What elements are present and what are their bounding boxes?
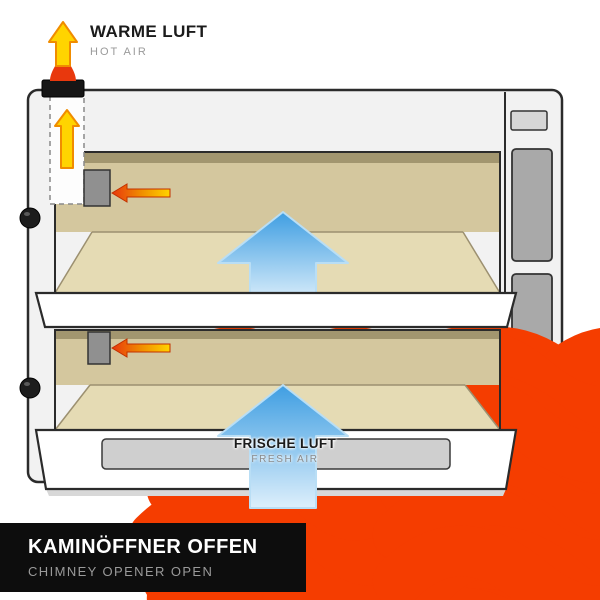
control-panel-upper <box>511 148 553 262</box>
hot-air-label: WARME LUFT HOT AIR <box>90 22 207 58</box>
banner-subtitle: CHIMNEY OPENER OPEN <box>28 564 214 579</box>
status-banner: KAMINÖFFNER OFFEN CHIMNEY OPENER OPEN <box>0 523 306 592</box>
banner-title: KAMINÖFFNER OFFEN <box>28 536 258 558</box>
side-knob-icon <box>19 207 41 229</box>
fresh-air-label: FRISCHE LUFT FRESH AIR <box>234 436 336 465</box>
chimney-assembly <box>41 21 171 207</box>
control-display <box>510 110 548 131</box>
hot-air-subtitle: HOT AIR <box>90 46 148 58</box>
flame-icon <box>50 54 76 81</box>
burner-box <box>87 331 111 365</box>
fresh-air-title: FRISCHE LUFT <box>233 436 337 451</box>
burner-flame-arrow-icon <box>111 338 171 358</box>
chimney-cap-icon <box>41 79 85 98</box>
side-knob-icon <box>19 377 41 399</box>
chimney-inlet-box <box>83 169 111 207</box>
hot-air-up-arrow-icon <box>48 21 78 67</box>
deck-shelf <box>34 291 518 329</box>
duct-up-arrow-icon <box>54 109 80 169</box>
airflow-arrow-icon <box>217 384 349 509</box>
hot-air-title: WARME LUFT <box>90 22 208 41</box>
fresh-air-subtitle: FRESH AIR <box>251 454 319 465</box>
burner-flame-arrow-icon <box>111 183 171 203</box>
